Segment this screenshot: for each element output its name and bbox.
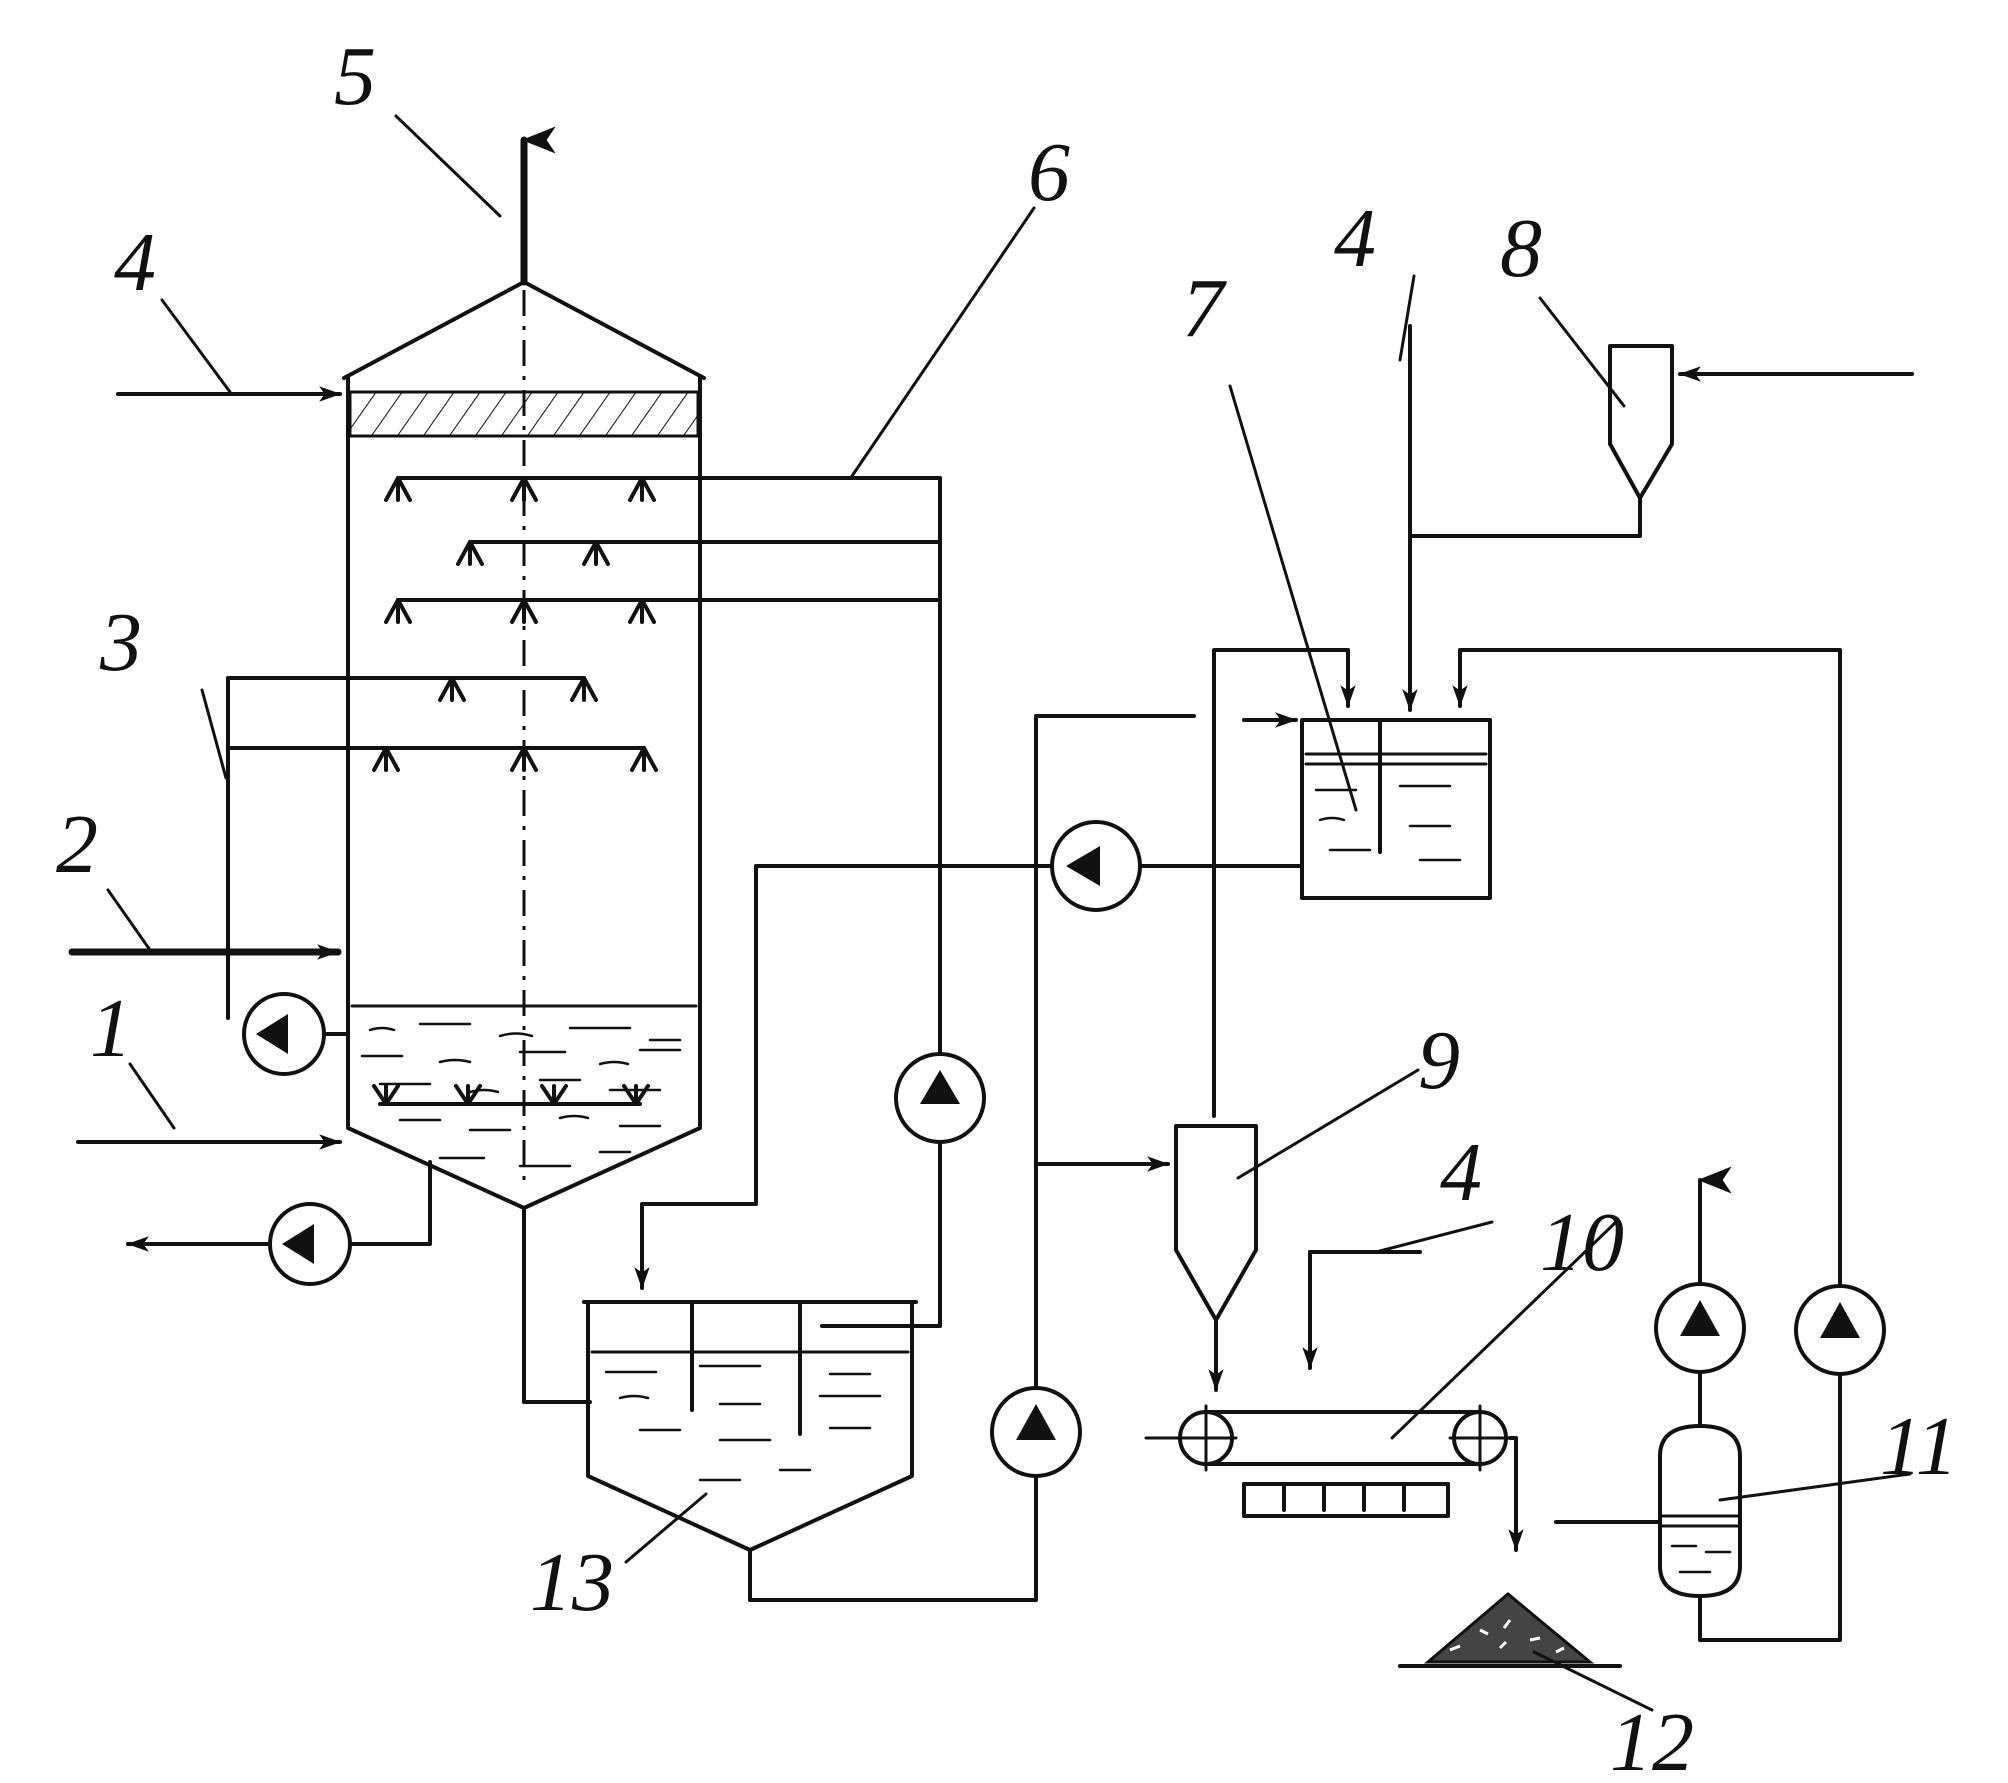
pump-tank7-to-tank13[interactable] bbox=[634, 820, 1304, 1290]
number-labels: 5 4 6 3 2 1 7 4 8 9 4 10 11 12 13 bbox=[56, 30, 1958, 1783]
recycle-to-tank7-left bbox=[1212, 648, 1356, 1118]
label-3: 3 bbox=[99, 596, 142, 689]
label-4-bottom: 4 bbox=[1440, 1126, 1482, 1219]
belt-filter-10 bbox=[1144, 1250, 1524, 1552]
label-10: 10 bbox=[1540, 1196, 1624, 1289]
spray-manifold-3 bbox=[226, 676, 646, 1020]
bottom-distributors bbox=[372, 1084, 650, 1106]
recirculation-pump-left[interactable] bbox=[242, 992, 350, 1076]
leader-lines bbox=[106, 114, 1912, 1712]
column-to-tank-13 bbox=[522, 1206, 592, 1404]
label-9: 9 bbox=[1418, 1014, 1460, 1107]
label-6: 6 bbox=[1028, 126, 1070, 219]
pump-to-hydrocyclone[interactable] bbox=[990, 714, 1196, 1482]
silo-8-to-tank7 bbox=[1408, 496, 1642, 538]
hydrocyclone-9 bbox=[1174, 1124, 1258, 1392]
pump-separator-top[interactable] bbox=[1654, 1166, 1746, 1428]
product-pile-12 bbox=[1398, 1592, 1622, 1668]
label-1: 1 bbox=[90, 982, 132, 1075]
label-4-top: 4 bbox=[1334, 192, 1376, 285]
settling-tank-13 bbox=[582, 1300, 1038, 1602]
label-5: 5 bbox=[334, 30, 376, 123]
feed-silo-8 bbox=[1608, 344, 1914, 500]
drain-pump[interactable] bbox=[126, 1160, 432, 1286]
label-11: 11 bbox=[1880, 1400, 1958, 1493]
label-12: 12 bbox=[1610, 1696, 1694, 1783]
spray-manifold-6 bbox=[396, 476, 942, 1328]
spray-nozzles bbox=[372, 476, 658, 772]
label-4-left: 4 bbox=[114, 216, 156, 309]
label-8: 8 bbox=[1500, 202, 1542, 295]
separator-11 bbox=[1554, 1370, 1842, 1642]
pump-manifold-6[interactable] bbox=[894, 1052, 986, 1144]
absorber-column bbox=[342, 280, 706, 1210]
label-13: 13 bbox=[530, 1536, 614, 1629]
liquid-waves bbox=[360, 1022, 682, 1168]
recycle-to-tank7-right bbox=[1452, 648, 1842, 1290]
label-2: 2 bbox=[56, 798, 98, 891]
pump-recycle-right[interactable] bbox=[1794, 1284, 1886, 1376]
label-7: 7 bbox=[1182, 262, 1227, 355]
mixing-tank-7 bbox=[1242, 712, 1492, 900]
